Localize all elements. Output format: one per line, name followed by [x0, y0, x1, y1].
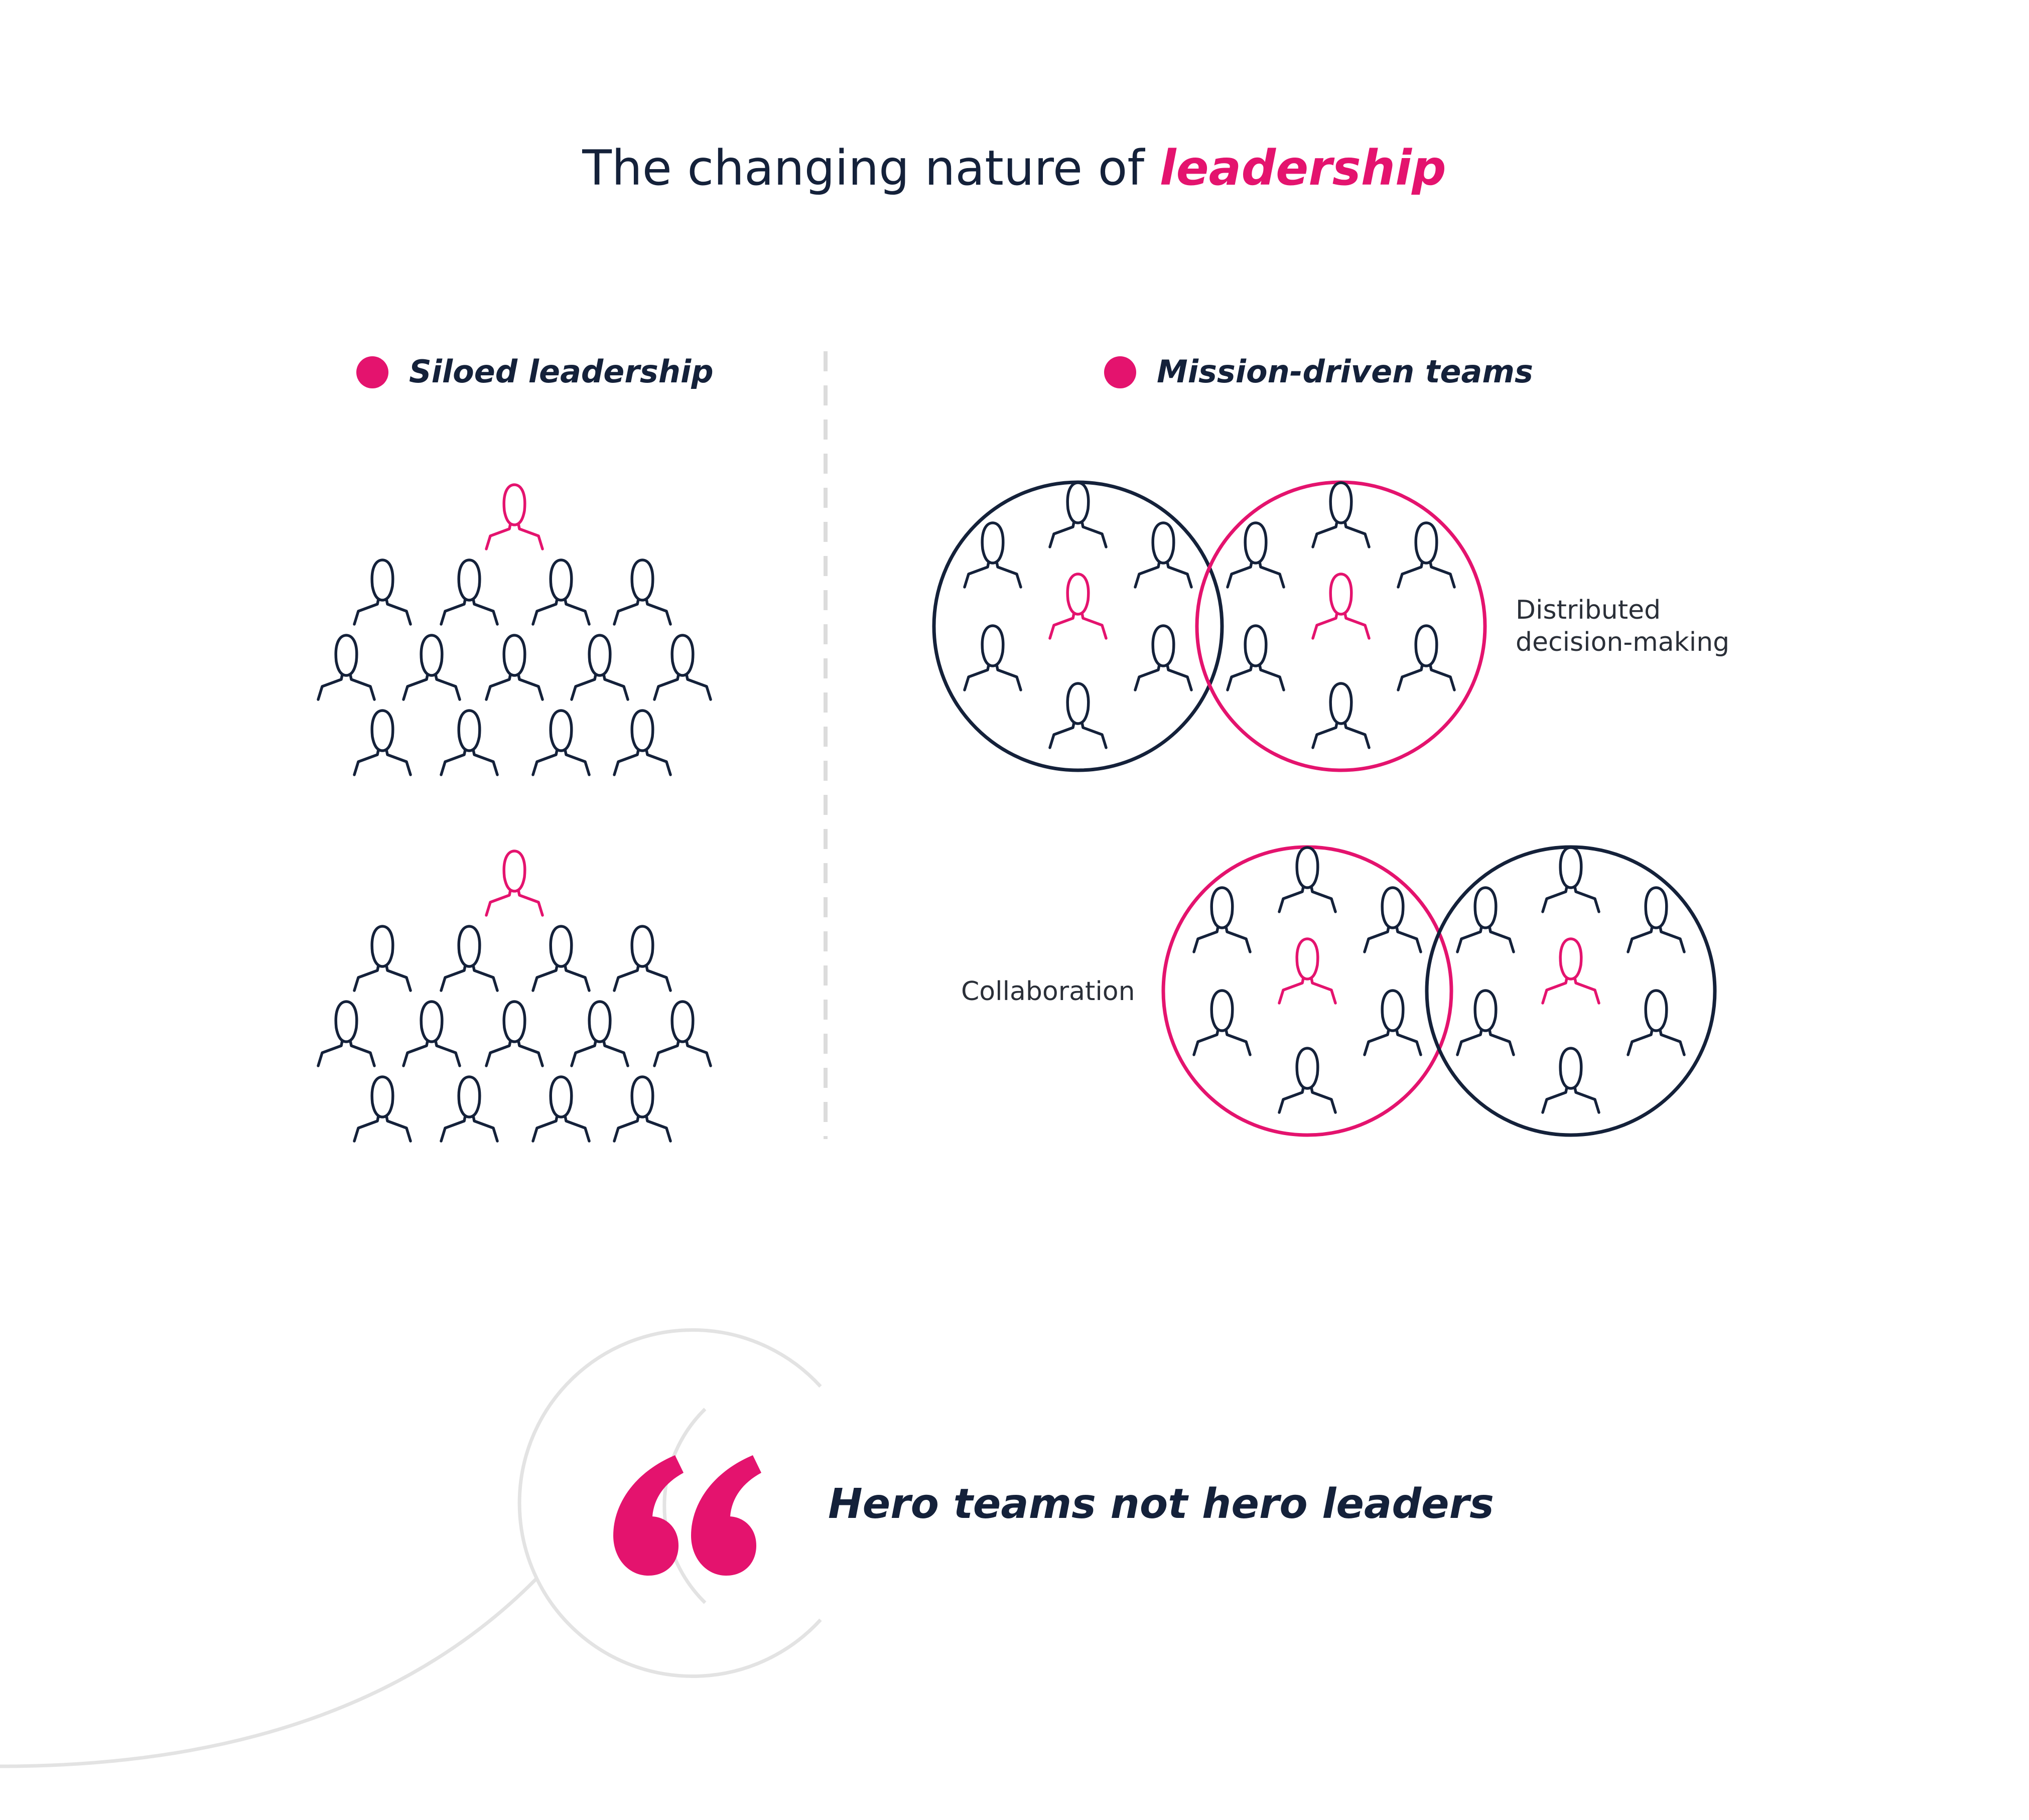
person-icon: [533, 926, 589, 991]
left-heading: Siloed leadership: [356, 353, 714, 390]
person-icon: [1313, 483, 1369, 547]
person-icon: [1628, 991, 1684, 1055]
team-circle-bottom-right: [1425, 845, 1717, 1137]
person-icon: [403, 1002, 460, 1066]
person-icon: [1228, 626, 1284, 690]
bullet-dot-icon: [356, 356, 388, 388]
leader-person-icon: [1050, 574, 1106, 638]
team-circle-bottom-left: [1161, 845, 1453, 1137]
team-circles: [932, 480, 1717, 1137]
person-icon: [654, 635, 711, 699]
label-distributed-line1: Distributed: [1516, 595, 1661, 625]
person-icon: [1135, 626, 1191, 690]
label-distributed-line2: decision-making: [1516, 627, 1729, 657]
person-icon: [533, 711, 589, 775]
person-icon: [1050, 483, 1106, 547]
page-title: The changing nature of leadership: [582, 140, 1446, 196]
person-icon: [441, 560, 497, 624]
person-icon: [1628, 888, 1684, 952]
person-icon: [533, 560, 589, 624]
person-icon: [403, 635, 460, 699]
leader-person-icon: [1313, 574, 1369, 638]
heading-siloed-leadership: Siloed leadership: [409, 353, 714, 390]
quote-text: Hero teams not hero leaders: [828, 1480, 1494, 1528]
person-icon: [354, 926, 411, 991]
person-icon: [654, 1002, 711, 1066]
person-icon: [572, 1002, 628, 1066]
person-icon: [1194, 991, 1250, 1055]
person-icon: [441, 926, 497, 991]
inner-ornament-arc: [662, 1408, 707, 1604]
person-icon: [965, 626, 1021, 690]
person-icon: [1457, 991, 1514, 1055]
quote-mark-icon: [613, 1455, 761, 1576]
person-icon: [1398, 523, 1454, 587]
person-icon: [486, 635, 543, 699]
leader-person-icon: [1279, 939, 1335, 1003]
team-circle-top-right: [1195, 480, 1487, 772]
person-icon: [354, 560, 411, 624]
leader-person-icon: [1543, 939, 1599, 1003]
person-icon: [572, 635, 628, 699]
person-icon: [1228, 523, 1284, 587]
person-icon: [1194, 888, 1250, 952]
person-icon: [354, 711, 411, 775]
decorative-arcs: [0, 1328, 822, 1768]
person-icon: [486, 1002, 543, 1066]
person-icon: [1279, 848, 1335, 912]
person-icon: [1543, 1048, 1599, 1112]
leader-person-icon: [486, 485, 543, 549]
person-icon: [1313, 683, 1369, 748]
person-icon: [533, 1077, 589, 1141]
person-icon: [614, 711, 670, 775]
person-icon: [1365, 991, 1421, 1055]
outer-ornament-arc: [517, 1328, 822, 1678]
person-icon: [614, 560, 670, 624]
person-icon: [441, 711, 497, 775]
leader-person-icon: [486, 851, 543, 915]
person-icon: [614, 926, 670, 991]
person-icon: [318, 1002, 374, 1066]
person-icon: [1135, 523, 1191, 587]
person-icon: [318, 635, 374, 699]
person-icon: [354, 1077, 411, 1141]
heading-mission-driven-teams: Mission-driven teams: [1157, 353, 1533, 390]
person-icon: [965, 523, 1021, 587]
bullet-dot-icon: [1104, 356, 1136, 388]
person-icon: [441, 1077, 497, 1141]
person-icon: [1398, 626, 1454, 690]
label-collaboration: Collaboration: [961, 976, 1135, 1007]
person-icon: [1050, 683, 1106, 748]
person-icon: [1543, 848, 1599, 912]
person-icon: [1279, 1048, 1335, 1112]
sweep-ornament-arc: [0, 1577, 538, 1768]
right-heading: Mission-driven teams: [1104, 353, 1533, 390]
person-icon: [1365, 888, 1421, 952]
person-icon: [614, 1077, 670, 1141]
team-circle-top-left: [932, 480, 1224, 772]
person-icon: [1457, 888, 1514, 952]
